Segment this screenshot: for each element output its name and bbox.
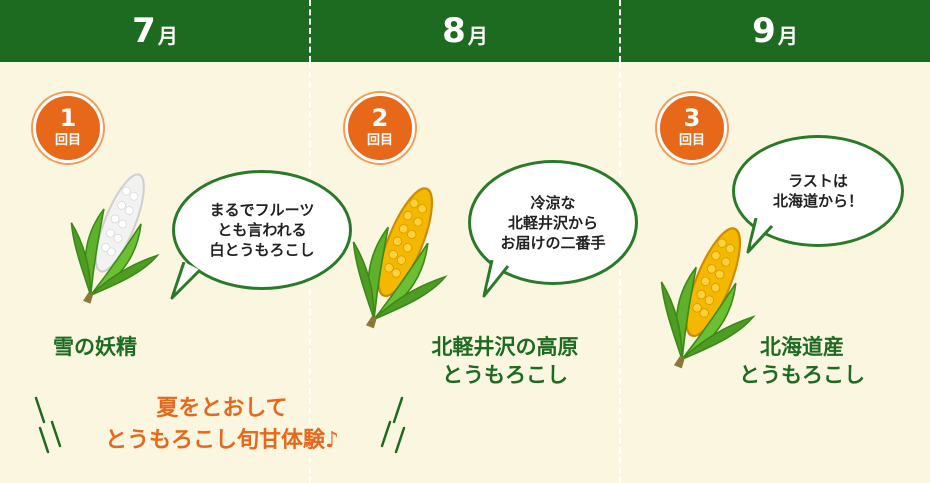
bubble-text: 冷涼な 北軽井沢から お届けの二番手 [500,193,606,252]
round-badge-2: 2 回目 [345,93,415,163]
round-number: 1 [59,104,77,132]
month-july: 7 月 [0,0,310,62]
round-badge-3: 3 回目 [657,93,727,163]
yellow-corn-icon [352,187,448,329]
emphasis-lines-left [34,396,62,454]
month-number: 9 [752,11,776,51]
month-number: 7 [132,11,156,51]
month-number: 8 [442,11,466,51]
bubble-text: まるでフルーツ とも言われる 白とうもろこし [209,201,315,259]
month-unit: 月 [157,23,178,48]
header-divider [619,0,621,62]
month-unit: 月 [467,23,488,48]
month-august: 8 月 [310,0,620,62]
round-label: 回目 [366,133,393,148]
white-corn-icon [70,173,160,304]
tagline: 夏をとおして とうもろこし旬甘体験♪ [104,396,340,453]
speech-bubble-1: まるでフルーツ とも言われる 白とうもろこし [172,170,352,290]
round-badge-1: 1 回目 [33,93,103,163]
yellow-corn-icon [660,227,756,369]
corn-name-2: 北軽井沢の高原 とうもろこし [431,335,579,387]
round-number: 2 [371,104,389,132]
round-label: 回目 [678,133,705,148]
bubble-text: ラストは 北海道から！ [772,172,863,210]
emphasis-lines-right [380,396,406,454]
corn-name-3: 北海道産 とうもろこし [739,335,865,387]
corn-name-1: 雪の妖精 [53,335,137,359]
round-number: 3 [683,104,701,132]
bubble-tail [170,262,202,300]
bubble-tail [746,218,774,254]
column-divider [619,62,621,483]
bubble-tail [482,260,510,298]
month-header: 7 月 8 月 9 月 [0,0,930,62]
header-divider [309,0,311,62]
month-september: 9 月 [620,0,930,62]
month-unit: 月 [777,23,798,48]
round-label: 回目 [54,133,81,148]
